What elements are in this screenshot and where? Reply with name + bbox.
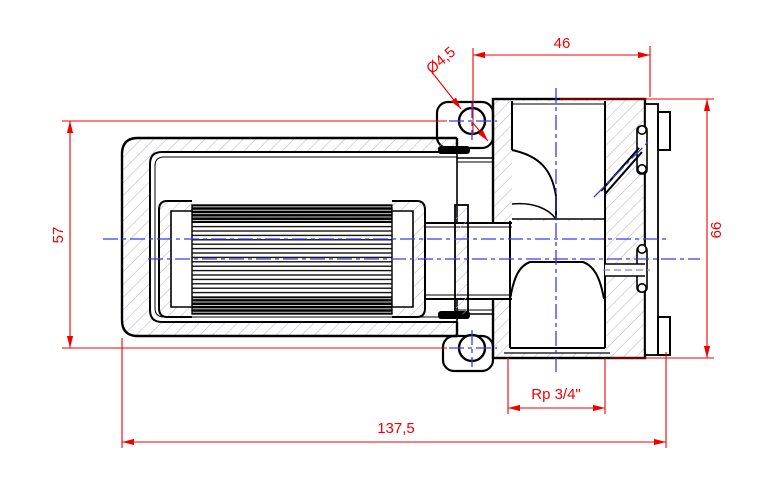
seal-clip-top bbox=[438, 146, 470, 154]
end-cap-right bbox=[392, 201, 425, 317]
pleat-pack bbox=[192, 223, 392, 297]
head-block bbox=[455, 97, 647, 360]
dim-port-thread: Rp 3/4" bbox=[507, 358, 606, 414]
dim-label-66: 66 bbox=[708, 222, 725, 239]
inlet-funnel bbox=[511, 149, 557, 219]
pleat-band-bottom bbox=[192, 297, 392, 314]
dim-label-length: 137,5 bbox=[377, 420, 415, 437]
end-cap-left bbox=[159, 201, 192, 317]
dim-overall-length: 137,5 bbox=[121, 338, 667, 448]
dim-label-hole: Ø4,5 bbox=[423, 44, 459, 78]
right-face-details bbox=[600, 103, 671, 356]
adapter-plate bbox=[454, 204, 469, 316]
dim-label-port: Rp 3/4" bbox=[531, 386, 581, 403]
dim-head-height: 66 bbox=[560, 98, 725, 359]
centerline-bypass-diagonal bbox=[593, 139, 651, 198]
boss-bottom bbox=[657, 316, 671, 356]
boss-top bbox=[657, 111, 671, 151]
pleat-band-top bbox=[192, 205, 392, 223]
pin-slot-top bbox=[636, 125, 648, 175]
mounting-lug-bottom bbox=[441, 333, 495, 373]
filter-element bbox=[158, 200, 426, 318]
dim-label-46: 46 bbox=[554, 35, 571, 52]
centerlines bbox=[103, 88, 700, 372]
bypass-flap bbox=[600, 147, 643, 195]
outlet-tube bbox=[425, 204, 512, 316]
cover-plate bbox=[644, 103, 659, 356]
dim-top-width: 46 bbox=[472, 35, 651, 134]
dimensions: 46 Ø4,5 57 66 Rp 3/4" bbox=[50, 35, 725, 448]
dim-label-57: 57 bbox=[50, 227, 67, 244]
dim-hole-spacing: 57 bbox=[50, 120, 447, 349]
